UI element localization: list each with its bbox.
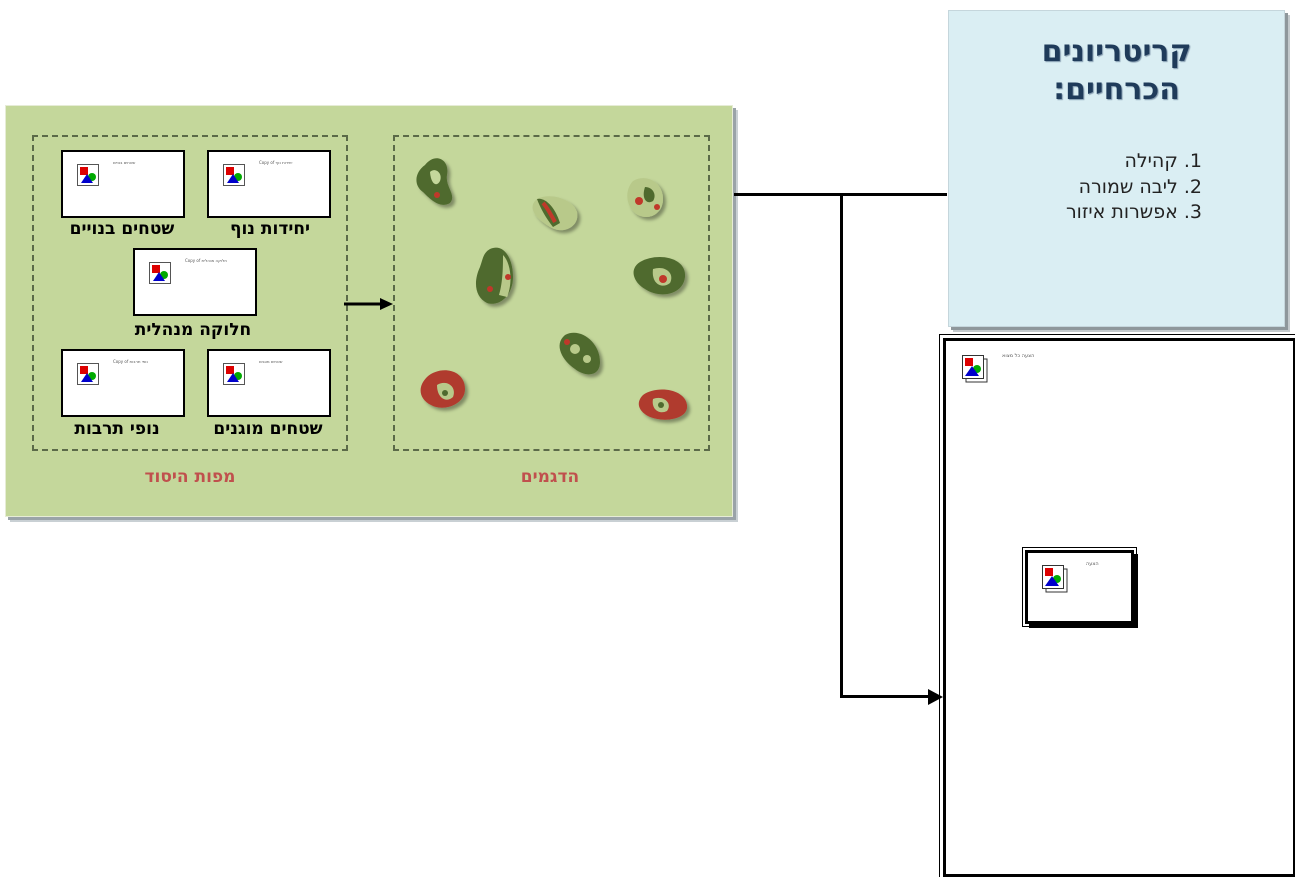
result-frame: הצעה כל מצוא הצעה bbox=[939, 334, 1295, 877]
criteria-title: קריטריונים הכרחיים: bbox=[949, 33, 1284, 108]
base-map-thumb-admin-division[interactable]: Copy of חלוקה מנהלית bbox=[133, 248, 257, 316]
thumb-caption: שטחים מוגנים bbox=[259, 359, 283, 364]
broken-image-icon bbox=[1042, 565, 1068, 593]
criteria-item: 2. ליבה שמורה bbox=[1078, 175, 1202, 198]
criteria-item: 1. קהילה bbox=[1124, 150, 1202, 172]
broken-image-icon bbox=[223, 363, 245, 385]
broken-image-icon bbox=[149, 262, 171, 284]
thumb-caption: שטחים בנויים bbox=[113, 160, 136, 165]
base-maps-box bbox=[32, 135, 348, 451]
base-map-thumb-cultural-landscapes[interactable]: Copy of נופי תרבות bbox=[61, 349, 185, 417]
connector-bottom bbox=[840, 695, 932, 698]
arrow-right-icon bbox=[344, 298, 393, 310]
result-inner-thumb[interactable]: הצעה bbox=[1022, 547, 1137, 627]
samples-box bbox=[393, 135, 710, 451]
base-map-thumb-protected-areas[interactable]: שטחים מוגנים bbox=[207, 349, 331, 417]
base-map-thumb-landscape-units[interactable]: Copy of יחידות נוף bbox=[207, 150, 331, 218]
broken-image-icon bbox=[223, 164, 245, 186]
thumb-caption: Copy of נופי תרבות bbox=[113, 359, 148, 364]
criteria-list: 1. קהילה 2. ליבה שמורה 3. אפשרות איזור bbox=[1066, 149, 1202, 226]
samples-footer-label: הדגמים bbox=[520, 467, 580, 487]
arrow-right-icon bbox=[928, 689, 943, 705]
base-maps-footer-label: מפות היסוד bbox=[144, 467, 236, 487]
result-corner-caption: הצעה כל מצוא bbox=[1002, 353, 1035, 359]
broken-image-icon bbox=[77, 164, 99, 186]
criteria-title-line2: הכרחיים: bbox=[1053, 71, 1180, 107]
label-admin-division: חלוקה מנהלית bbox=[134, 320, 252, 340]
criteria-title-line1: קריטריונים bbox=[1041, 34, 1192, 69]
label-cultural-landscapes: נופי תרבות bbox=[74, 419, 160, 439]
samples-blobs bbox=[416, 158, 688, 420]
label-protected-areas: שטחים מוגנים bbox=[213, 419, 323, 439]
broken-image-icon bbox=[77, 363, 99, 385]
criteria-item: 3. אפשרות איזור bbox=[1065, 201, 1202, 224]
base-map-thumb-built-areas[interactable]: שטחים בנויים bbox=[61, 150, 185, 218]
connector-vertical bbox=[840, 193, 843, 697]
result-inner-caption: הצעה bbox=[1086, 561, 1099, 567]
criteria-box: קריטריונים הכרחיים: 1. קהילה 2. ליבה שמו… bbox=[948, 10, 1285, 327]
label-built-areas: שטחים בנויים bbox=[69, 219, 175, 239]
broken-image-icon bbox=[962, 355, 988, 383]
thumb-caption: Copy of חלוקה מנהלית bbox=[185, 258, 227, 263]
label-landscape-units: יחידות נוף bbox=[229, 219, 311, 239]
thumb-caption: Copy of יחידות נוף bbox=[259, 160, 293, 165]
